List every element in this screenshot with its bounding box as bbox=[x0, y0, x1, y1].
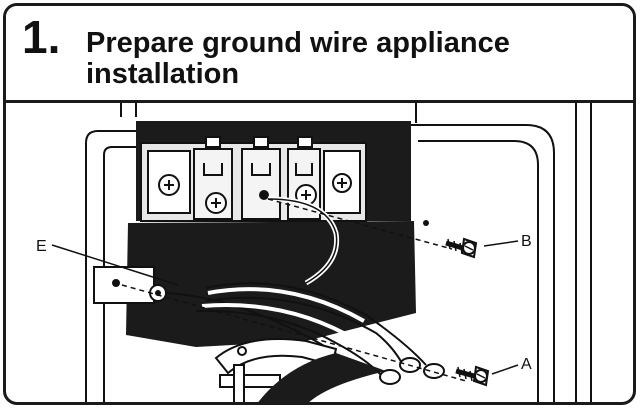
ring-terminal-icon bbox=[379, 369, 401, 385]
appliance-back-panel bbox=[85, 103, 592, 402]
screw-a-icon bbox=[455, 365, 490, 387]
leader-lines bbox=[51, 240, 519, 375]
ground-strap-hole-icon bbox=[259, 190, 269, 200]
instruction-panel: 1. Prepare ground wire appliance install… bbox=[3, 3, 636, 405]
screw-b-icon bbox=[445, 237, 478, 259]
terminal-block bbox=[140, 136, 367, 222]
power-cord-wires bbox=[165, 282, 427, 376]
step-header: 1. Prepare ground wire appliance install… bbox=[6, 6, 633, 103]
guide-lines bbox=[121, 198, 467, 382]
ground-strap-wire-outline bbox=[267, 198, 338, 284]
cord-bundle bbox=[258, 353, 386, 402]
callout-label-e: E bbox=[36, 238, 47, 255]
wiring-illustration: E B A bbox=[36, 103, 592, 402]
callout-label-a: A bbox=[521, 356, 532, 373]
callout-label-b: B bbox=[521, 233, 532, 250]
step-number: 1. bbox=[22, 11, 61, 63]
wire-highlights bbox=[201, 287, 365, 343]
strain-relief-clamp bbox=[214, 338, 338, 402]
ring-terminal-icon bbox=[423, 363, 445, 379]
panel-hole bbox=[423, 220, 429, 226]
step-title: Prepare ground wire appliance installati… bbox=[86, 27, 510, 90]
